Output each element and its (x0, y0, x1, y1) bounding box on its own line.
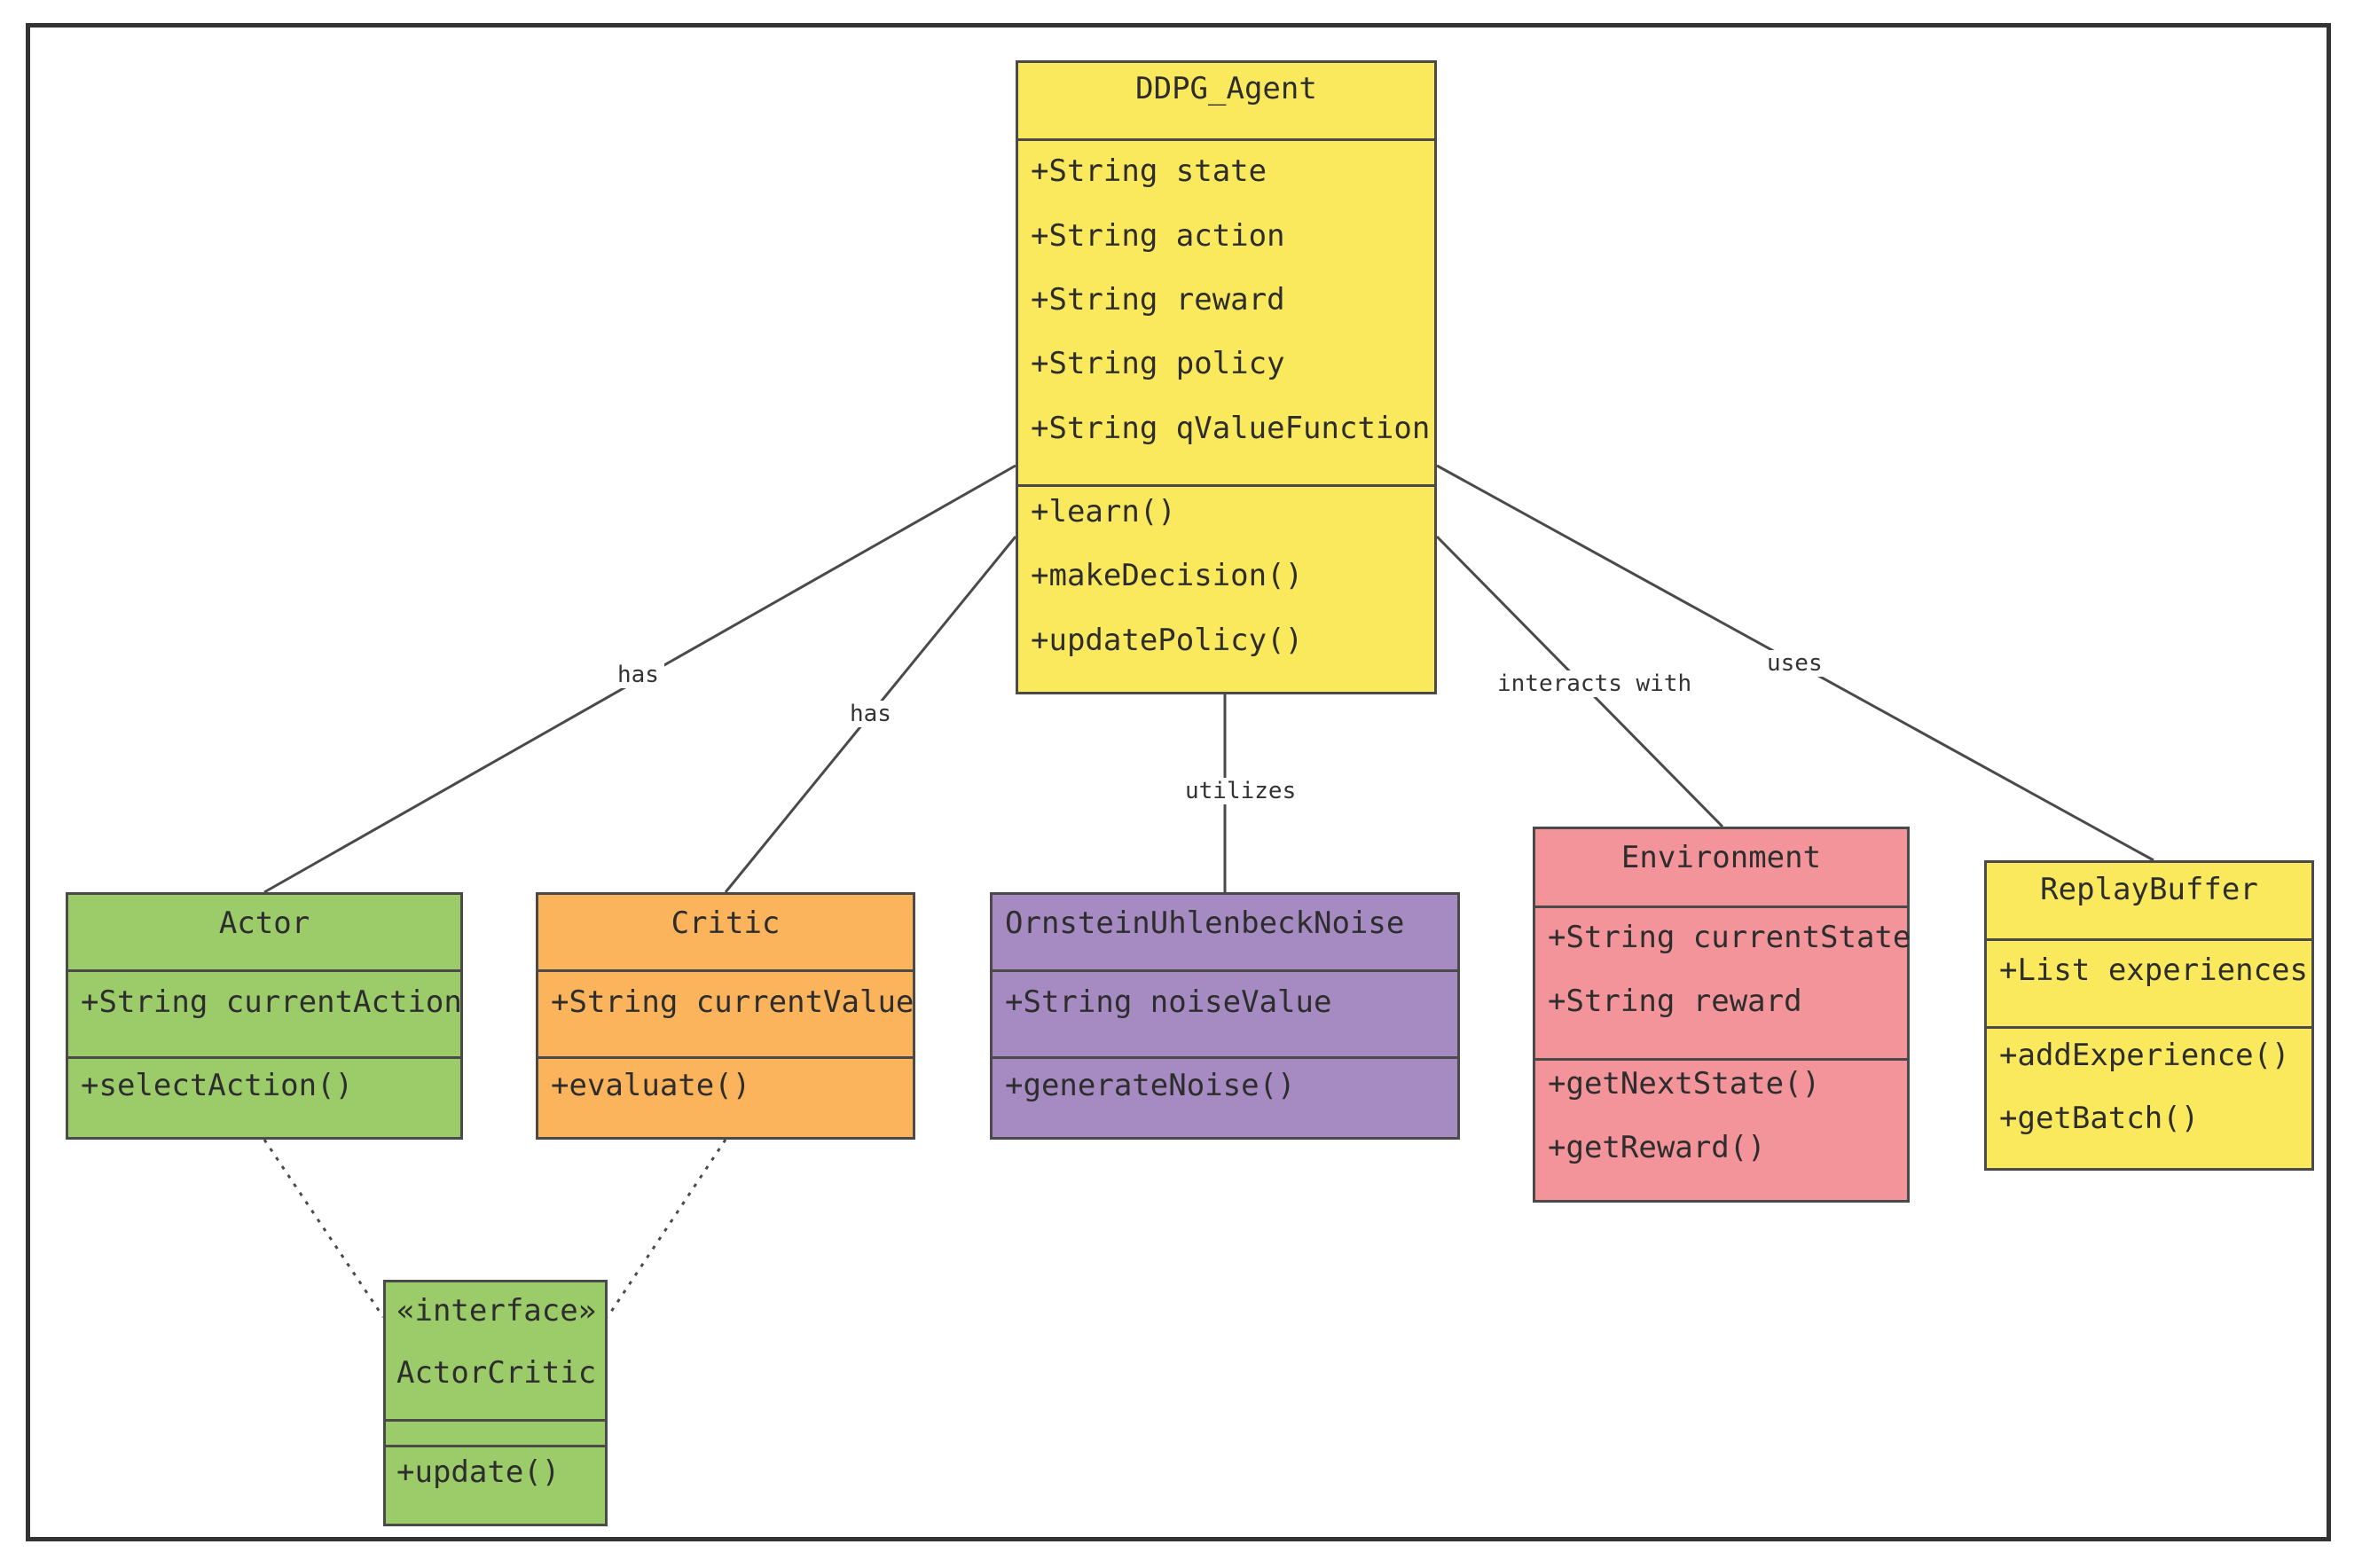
methods-divider (1018, 484, 1434, 487)
attribute: +String action (1031, 218, 1285, 254)
method: +generateNoise() (1005, 1068, 1296, 1103)
attributes-divider (1018, 138, 1434, 141)
interface-name: ActorCritic (396, 1355, 597, 1391)
attributes-divider (1535, 906, 1907, 908)
edge-label-interacts-with: interacts with (1492, 670, 1698, 697)
attribute: +String reward (1548, 984, 1802, 1019)
class-ornstein-uhlenbeck-noise[interactable]: OrnsteinUhlenbeckNoise +String noiseValu… (990, 892, 1460, 1140)
class-name: Environment (1620, 840, 1822, 875)
methods-divider (1535, 1058, 1907, 1061)
method: +updatePolicy() (1031, 623, 1304, 658)
methods-divider (993, 1056, 1457, 1059)
attribute: +String currentState (1548, 920, 1911, 955)
attributes-divider (993, 969, 1457, 972)
class-name: Critic (671, 906, 781, 941)
method: +getBatch() (1999, 1101, 2200, 1136)
method: +makeDecision() (1031, 558, 1304, 593)
attributes-divider (1987, 938, 2311, 941)
edge-critic-interface (606, 1139, 727, 1318)
edge-label-has-actor: has (612, 662, 664, 688)
attribute: +String policy (1031, 346, 1285, 381)
attribute: +String currentValue (551, 984, 914, 1020)
method: +learn() (1031, 494, 1176, 529)
methods-divider (68, 1056, 460, 1059)
class-name: ReplayBuffer (2040, 872, 2258, 907)
class-name: DDPG_Agent (1135, 71, 1317, 106)
class-ddpg-agent[interactable]: DDPG_Agent +String state +String action … (1016, 60, 1437, 694)
attribute: +String reward (1031, 282, 1285, 318)
method: +getReward() (1548, 1130, 1766, 1165)
attribute: +List experiences (1999, 953, 2308, 988)
stereotype-label: «interface» (396, 1293, 597, 1329)
methods-divider (1987, 1026, 2311, 1029)
method: +getNextState() (1548, 1066, 1821, 1102)
attribute: +String state (1031, 153, 1267, 189)
edge-actor-interface (263, 1139, 385, 1318)
attribute: +String qValueFunction (1031, 411, 1431, 446)
method: +addExperience() (1999, 1038, 2290, 1073)
class-actor[interactable]: Actor +String currentAction +selectActio… (66, 892, 463, 1140)
methods-divider (538, 1056, 913, 1059)
method: +selectAction() (81, 1068, 354, 1103)
attributes-divider (68, 969, 460, 972)
class-replay-buffer[interactable]: ReplayBuffer +List experiences +addExper… (1984, 860, 2314, 1171)
attributes-divider (386, 1419, 605, 1422)
method: +evaluate() (551, 1068, 751, 1103)
class-critic[interactable]: Critic +String currentValue +evaluate() (536, 892, 915, 1140)
edge-label-utilizes: utilizes (1180, 778, 1302, 804)
attributes-divider (538, 969, 913, 972)
attribute: +String noiseValue (1005, 984, 1332, 1020)
attribute: +String currentAction (81, 984, 462, 1020)
edge-label-has-critic: has (844, 701, 897, 727)
class-name: Actor (218, 906, 310, 941)
methods-divider (386, 1445, 605, 1447)
interface-actor-critic[interactable]: «interface» ActorCritic +update() (383, 1280, 608, 1526)
class-environment[interactable]: Environment +String currentState +String… (1533, 827, 1911, 1203)
edge-label-uses: uses (1762, 650, 1828, 677)
class-name: OrnsteinUhlenbeckNoise (1005, 906, 1405, 941)
method: +update() (396, 1454, 561, 1490)
